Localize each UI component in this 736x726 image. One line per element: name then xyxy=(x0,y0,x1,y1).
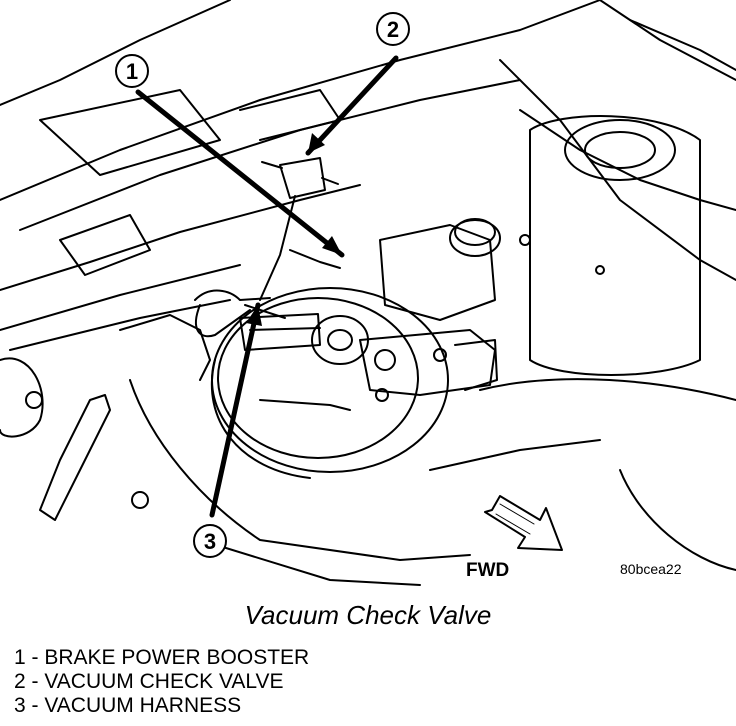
callout-1-number: 1 xyxy=(126,59,138,84)
vacuum-check-valve xyxy=(259,157,339,301)
legend-item-3: 3 - VACUUM HARNESS xyxy=(14,694,242,717)
fwd-label: FWD xyxy=(466,560,509,581)
legend-item-2: 2 - VACUUM CHECK VALVE xyxy=(14,670,284,693)
parts-legend: 1 - BRAKE POWER BOOSTER 2 - VACUUM CHECK… xyxy=(14,646,309,718)
callout-2-number: 2 xyxy=(387,17,399,42)
brake-power-booster xyxy=(210,287,449,479)
figure-caption: Vacuum Check Valve xyxy=(244,600,492,630)
figure-code: 80bcea22 xyxy=(620,561,682,577)
legend-item-1: 1 - BRAKE POWER BOOSTER xyxy=(14,646,310,669)
callout-1: 1 xyxy=(115,54,345,258)
callout-3-number: 3 xyxy=(204,529,216,554)
master-cylinder xyxy=(359,218,501,402)
vehicle-structure xyxy=(0,0,736,586)
engine-bay-illustration: 1 2 3 FWD 80bcea22 xyxy=(0,0,736,586)
callout-2: 2 xyxy=(305,12,410,156)
vacuum-harness xyxy=(194,249,341,338)
forward-arrow-icon xyxy=(484,495,563,551)
callout-3: 3 xyxy=(193,302,262,558)
